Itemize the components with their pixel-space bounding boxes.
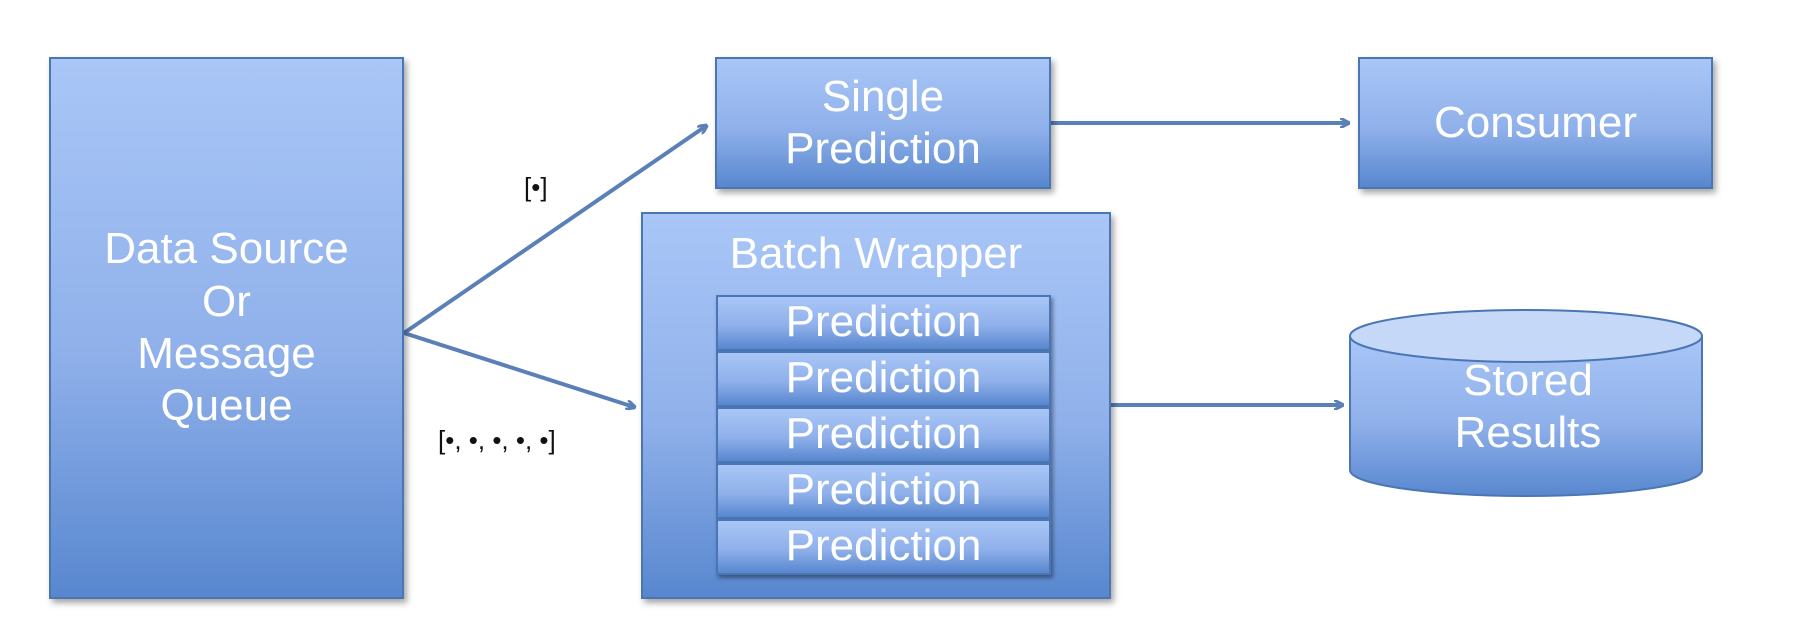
data-source-line: Data Source [104,224,349,274]
stored-results-cylinder [1349,309,1703,497]
consumer-node: Consumer [1358,57,1713,189]
data-source-node: Data Source Or Message Queue [49,57,404,599]
batch-prediction-item: Prediction [716,295,1051,351]
data-source-line: Message [137,329,316,378]
stored-results-label: Stored Results [1352,355,1704,460]
stored-results-line: Results [1454,408,1602,458]
batch-edge-label: [•, •, •, •, •] [438,425,556,455]
batch-prediction-item: Prediction [716,407,1051,463]
batch-prediction-item: Prediction [716,519,1051,575]
batch-prediction-item: Prediction [716,351,1051,407]
data-source-line: Queue [160,381,293,431]
arrow-source-to-single [402,126,706,335]
stored-results-line: Stored [1463,356,1593,405]
arrow-source-to-batch [402,331,634,407]
single-prediction-line: Single [821,71,945,121]
consumer-label: Consumer [1434,97,1637,147]
batch-wrapper-title: Batch Wrapper [729,229,1023,278]
single-prediction-node: Single Prediction [715,57,1051,189]
batch-prediction-item: Prediction [716,463,1051,519]
single-edge-label: [•] [524,172,548,202]
single-prediction-line: Prediction [785,124,981,173]
data-source-line: Or [202,276,251,326]
